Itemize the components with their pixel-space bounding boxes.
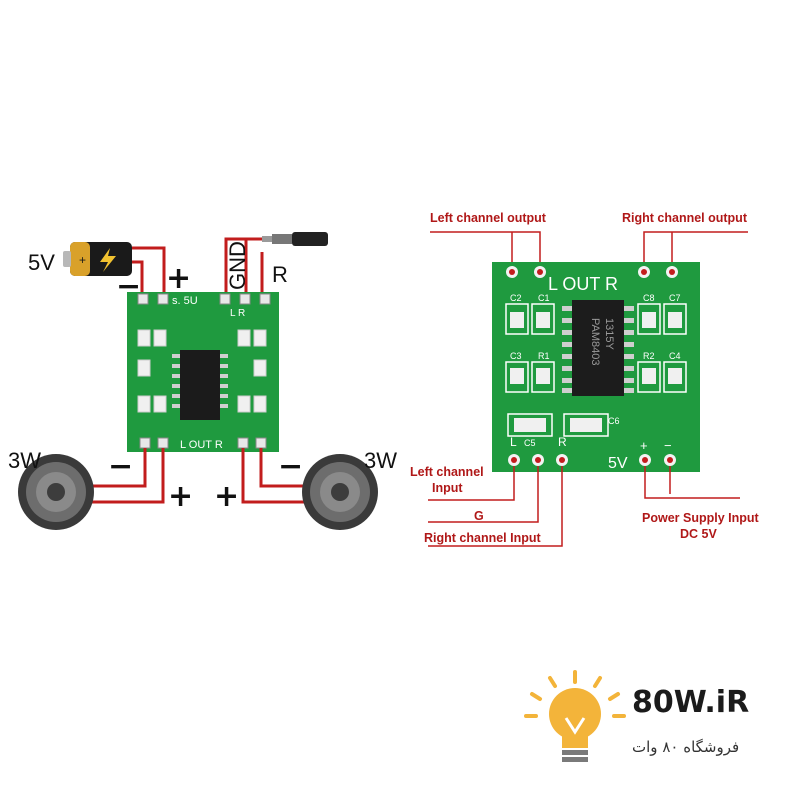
amplifier-ic-right	[572, 300, 624, 396]
board-l-silk: L	[510, 435, 517, 449]
power-input-label-1: Power Supply Input	[642, 511, 760, 525]
left-input-leader	[428, 466, 515, 501]
board-plus-silk: +	[640, 438, 648, 453]
ic-pins-right	[562, 306, 634, 393]
right-channel-input-label: Right channel Input	[424, 531, 541, 545]
designator-c7: C7	[669, 293, 681, 303]
right-speaker-icon	[302, 454, 378, 530]
left-speaker-icon	[18, 454, 94, 530]
brand-name: 80W.iR	[632, 685, 749, 720]
gnd-label: GND	[225, 241, 250, 290]
battery-plus-sign: +	[166, 261, 191, 296]
battery-positive-wire	[132, 246, 166, 296]
board-out-silk: L OUT R	[548, 274, 618, 294]
board-bottom-silk-text: L OUT R	[180, 439, 223, 451]
battery-icon: +	[63, 242, 132, 276]
right-speaker-neg-wire	[259, 448, 310, 488]
right-input-leader	[428, 466, 563, 547]
smd-components-left	[137, 329, 267, 413]
ic-pins-left	[172, 354, 228, 408]
designator-c6: C6	[608, 416, 620, 426]
board-r-silk: R	[558, 435, 567, 449]
svg-text:+: +	[79, 253, 86, 267]
audio-jack-icon	[262, 232, 328, 246]
board-minus-silk: −	[664, 438, 672, 453]
output-pads	[506, 266, 678, 278]
board-top-silk-text: s. 5U	[172, 295, 198, 307]
designator-c5: C5	[524, 438, 536, 448]
right-speaker-pos-wire	[241, 448, 310, 504]
left-wiring-figure: + 5V − + GND R s. 5U L R	[8, 232, 397, 530]
left-speaker-pos-wire	[92, 448, 165, 504]
board-5v-silk: 5V	[608, 455, 628, 472]
left-channel-input-label-2: Input	[432, 481, 463, 495]
smd-components-right	[510, 312, 682, 432]
component-designators: C2 C1 C8 C7 C3 R1 R2 C4 C6 C5	[510, 293, 681, 448]
ground-leader	[428, 466, 539, 523]
g-label: G	[474, 509, 484, 523]
designator-r2: R2	[643, 351, 655, 361]
brand-subtitle: فروشگاه ۸۰ وات	[632, 738, 739, 756]
left-speaker-minus: −	[108, 449, 133, 484]
designator-c4: C4	[669, 351, 681, 361]
designator-r1: R1	[538, 351, 550, 361]
ic-marking-2: 1315Y	[603, 318, 615, 350]
right-channel-output-label: Right channel output	[622, 211, 748, 225]
left-speaker-neg-wire	[92, 448, 147, 488]
power-input-label-2: DC 5V	[680, 527, 717, 541]
input-pads	[508, 454, 676, 466]
right-output-leader-pos	[643, 231, 748, 272]
left-speaker-plus: +	[168, 479, 193, 514]
top-pads-left-board	[137, 293, 271, 305]
left-output-leader-pos	[430, 231, 541, 272]
lightbulb-icon	[524, 670, 626, 762]
right-speaker-plus: +	[214, 479, 239, 514]
battery-negative-wire	[132, 260, 144, 296]
ic-marking-1: PAM8403	[589, 318, 601, 366]
brand-logo: 80W.iR فروشگاه ۸۰ وات	[524, 670, 749, 762]
component-outlines	[505, 303, 687, 437]
left-speaker-power-label: 3W	[8, 448, 41, 473]
right-speaker-minus: −	[278, 449, 303, 484]
jack-wire-2	[224, 237, 262, 296]
designator-c3: C3	[510, 351, 522, 361]
left-channel-input-label-1: Left channel	[410, 465, 484, 479]
board-top-silk-lr: L R	[230, 308, 245, 319]
battery-voltage-label: 5V	[28, 250, 55, 275]
amplifier-ic-left	[180, 350, 220, 420]
left-channel-output-label: Left channel output	[430, 211, 547, 225]
right-pinout-figure: Left channel output Right channel output…	[410, 211, 760, 547]
designator-c1: C1	[538, 293, 550, 303]
designator-c2: C2	[510, 293, 522, 303]
power-plus-leader	[644, 466, 740, 499]
r-label: R	[272, 262, 288, 287]
designator-c8: C8	[643, 293, 655, 303]
right-speaker-power-label: 3W	[364, 448, 397, 473]
